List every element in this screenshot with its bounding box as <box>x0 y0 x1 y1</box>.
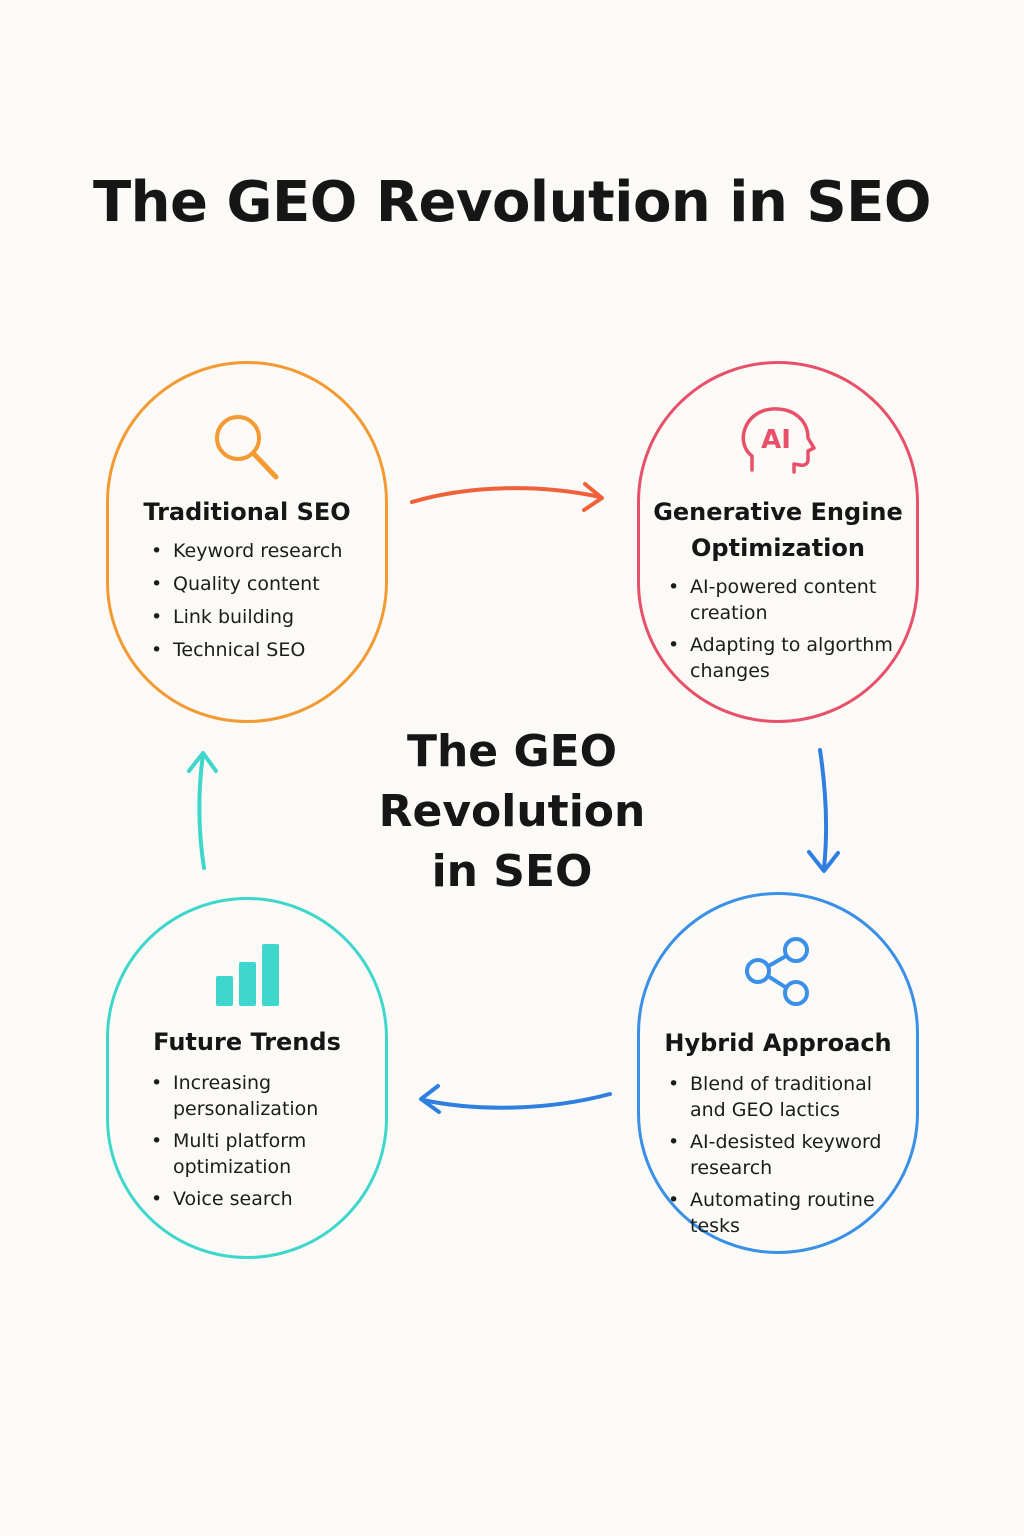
center-title: The GEO Revolution in SEO <box>378 726 646 897</box>
node-generative-engine-optimization: AI Generative Engine Optimization AI-pow… <box>637 361 919 723</box>
list-item: Voice search <box>151 1186 371 1212</box>
node-title: Traditional SEO <box>143 498 351 526</box>
node-list: Increasing personalization Multi platfor… <box>151 1070 371 1218</box>
node-hybrid-approach: Hybrid Approach Blend of traditional and… <box>637 892 919 1254</box>
list-item: Link building <box>151 604 342 630</box>
list-item: Adapting to algorthm changes <box>668 632 903 684</box>
list-item: Blend of traditional and GEO lactics <box>668 1071 903 1123</box>
list-item: Automating routine tesks <box>668 1187 903 1239</box>
list-item: Quality content <box>151 571 342 597</box>
arrow-hybrid-to-future <box>419 1084 612 1114</box>
list-item: Increasing personalization <box>151 1070 371 1122</box>
node-list: Blend of traditional and GEO lactics AI-… <box>668 1071 903 1245</box>
arrow-generative-to-hybrid <box>807 748 840 873</box>
ai-head-icon: AI <box>740 406 816 480</box>
bar-chart-icon <box>214 940 280 1012</box>
arrow-future-to-traditional <box>187 751 218 870</box>
arrow-traditional-to-generative <box>410 482 604 512</box>
ai-icon-text: AI <box>761 425 791 455</box>
search-icon <box>210 410 284 490</box>
node-future-trends: Future Trends Increasing personalization… <box>106 897 388 1259</box>
share-icon <box>743 935 813 1011</box>
node-traditional-seo: Traditional SEO Keyword research Quality… <box>106 361 388 723</box>
node-title: Generative Engine Optimization <box>653 498 903 562</box>
list-item: Multi platform optimization <box>151 1128 371 1180</box>
node-title: Hybrid Approach <box>664 1029 892 1057</box>
list-item: Keyword research <box>151 538 342 564</box>
list-item: AI-powered content creation <box>668 574 903 626</box>
node-title: Future Trends <box>153 1028 341 1056</box>
node-list: Keyword research Quality content Link bu… <box>151 538 342 670</box>
list-item: AI-desisted keyword research <box>668 1129 903 1181</box>
list-item: Technical SEO <box>151 637 342 663</box>
node-list: AI-powered content creation Adapting to … <box>668 574 903 690</box>
page-title: The GEO Revolution in SEO <box>92 170 932 235</box>
